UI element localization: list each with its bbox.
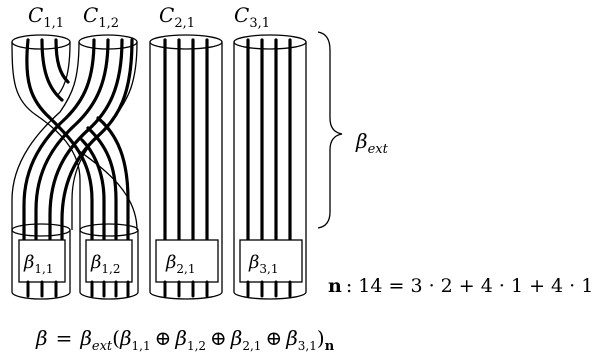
label-c12: C1,2 bbox=[83, 3, 119, 31]
strand-c12-4 bbox=[60, 38, 134, 242]
box-labels: β1,1 β1,2 β2,1 β3,1 bbox=[23, 252, 279, 276]
strand-c11-2 bbox=[40, 38, 64, 102]
cylinder-c31-top bbox=[233, 34, 307, 50]
bottom-strands bbox=[26, 280, 292, 298]
strand-c11-3 bbox=[54, 38, 70, 84]
cylinder-c11-right-wall bbox=[57, 41, 71, 96]
strand-c11-2b bbox=[86, 126, 118, 242]
brace-label: βext bbox=[355, 129, 389, 157]
strand-c12-3 bbox=[48, 38, 124, 242]
strands bbox=[22, 38, 292, 242]
cylinder-c11-mid bbox=[11, 223, 71, 237]
cylinder-c12-mid bbox=[79, 223, 139, 237]
strand-c12-1 bbox=[22, 38, 96, 242]
box-b12 bbox=[85, 239, 133, 283]
cylinder-c21-top bbox=[149, 34, 223, 50]
formula: β=βext(β1,1⊕β1,2⊕β2,1⊕β3,1)n bbox=[35, 326, 335, 354]
label-c11: C1,1 bbox=[28, 3, 64, 31]
boxes bbox=[18, 239, 303, 283]
n-equation: n: 14 = 3 · 2 + 4 · 1 + 4 · 1 bbox=[328, 275, 593, 297]
cylinder-c12-left-wall bbox=[11, 41, 80, 230]
box-b21 bbox=[155, 239, 219, 283]
label-c21: C2,1 bbox=[159, 3, 195, 31]
box-b31 bbox=[239, 239, 303, 283]
label-b12: β1,2 bbox=[90, 252, 121, 276]
box-b11 bbox=[18, 239, 66, 283]
strand-c12-2 bbox=[34, 38, 110, 242]
strand-c11-3b bbox=[96, 116, 130, 242]
strand-c11-1 bbox=[25, 38, 94, 242]
strand-c11-1b bbox=[80, 138, 106, 242]
curly-brace bbox=[317, 31, 343, 229]
cylinder-labels: C1,1 C1,2 C2,1 C3,1 bbox=[28, 3, 270, 31]
label-b21: β2,1 bbox=[165, 252, 196, 276]
label-c31: C3,1 bbox=[234, 3, 270, 31]
label-b31: β3,1 bbox=[248, 252, 279, 276]
label-b11: β1,1 bbox=[23, 252, 54, 276]
